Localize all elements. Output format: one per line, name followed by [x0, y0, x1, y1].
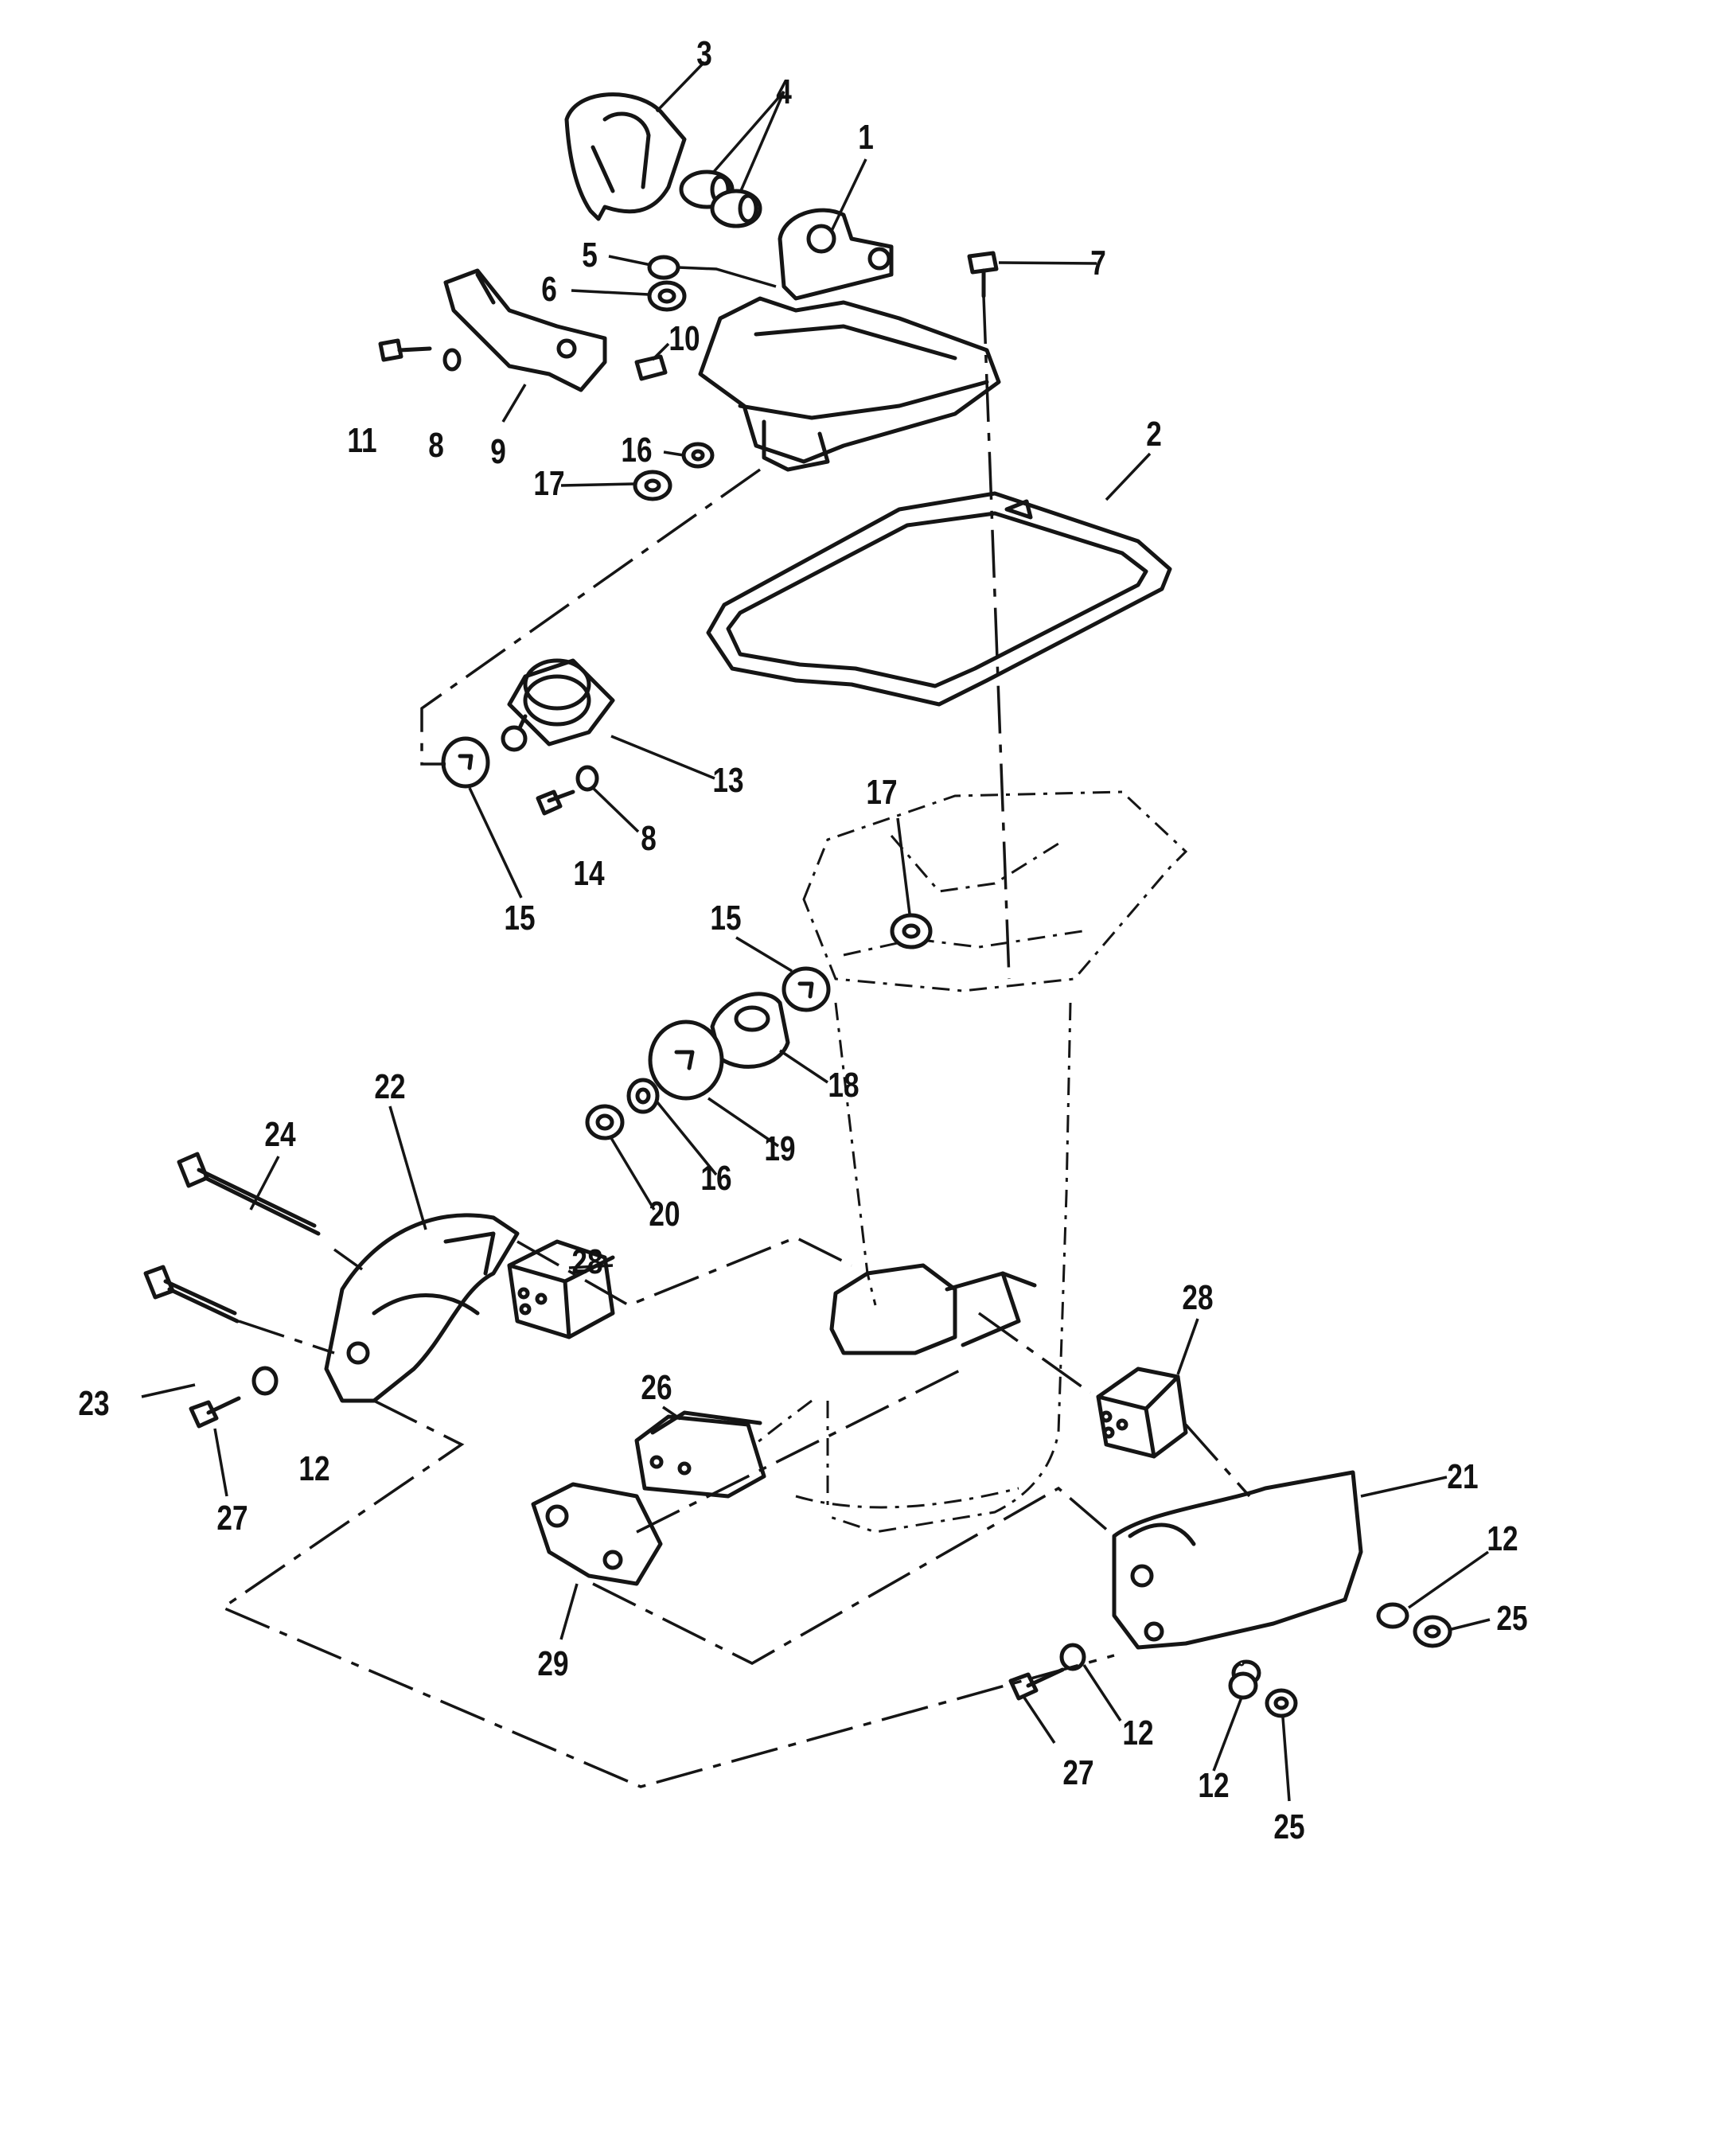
callout-11: 11	[347, 421, 376, 460]
part-25-nut-right-b	[1265, 1688, 1298, 1718]
callout-labels: 3 4 1 5 7 6 10 2 16 11 8 9 17 13 17 8 14…	[78, 34, 1527, 1846]
callout-28b: 28	[1182, 1278, 1213, 1317]
part-20-nut	[585, 1104, 625, 1140]
part-23-bolt	[143, 1265, 240, 1324]
part-17-nut-top	[633, 470, 672, 501]
part-2-gasket	[706, 491, 1172, 707]
callout-10: 10	[668, 319, 700, 358]
callout-22: 22	[374, 1067, 405, 1106]
callout-19: 19	[764, 1129, 795, 1168]
part-6-nut	[647, 280, 687, 312]
part-28-block-right	[1096, 1367, 1188, 1459]
callout-7: 7	[1090, 244, 1106, 283]
callout-24: 24	[264, 1115, 295, 1154]
part-14-screw	[536, 789, 575, 816]
callout-9: 9	[490, 432, 506, 471]
callout-6: 6	[541, 270, 557, 309]
callout-1: 1	[858, 118, 874, 157]
lower-housing-block	[829, 1263, 1037, 1355]
part-4-bushings	[679, 170, 762, 228]
part-25-nut-right-a	[1413, 1615, 1452, 1648]
part-19-washer	[648, 1020, 724, 1101]
part-27-screw-right	[1008, 1667, 1065, 1701]
callout-28: 28	[571, 1242, 602, 1281]
part-7-bolt	[967, 251, 999, 298]
part-8-washer-top	[442, 348, 462, 372]
callout-17b: 17	[866, 773, 897, 812]
callout-4: 4	[776, 72, 792, 111]
part-1-upper-mount	[778, 208, 894, 301]
part-8-washer-mid	[575, 765, 599, 792]
callout-23: 23	[78, 1384, 109, 1423]
part-10-block	[634, 354, 668, 381]
callout-18: 18	[828, 1066, 859, 1105]
callout-27: 27	[216, 1499, 248, 1538]
callout-25b: 25	[1273, 1807, 1304, 1846]
part-12-washer-right-d	[1228, 1671, 1258, 1700]
callout-15: 15	[504, 899, 535, 938]
callout-25: 25	[1496, 1599, 1527, 1638]
part-12-washer-left	[251, 1366, 279, 1396]
callout-27b: 27	[1062, 1753, 1093, 1792]
part-3-mount-cover	[564, 92, 687, 221]
part-28-block-left	[507, 1239, 615, 1339]
callout-12: 12	[298, 1449, 329, 1488]
part-21-right-bracket	[1112, 1470, 1363, 1650]
callout-8: 8	[428, 426, 444, 465]
part-17-nut-right	[890, 913, 933, 949]
callout-8b: 8	[641, 819, 657, 858]
callout-13: 13	[712, 761, 743, 800]
part-18-mount	[710, 992, 790, 1069]
part-15-washer-left	[441, 736, 490, 789]
callout-20: 20	[649, 1195, 680, 1234]
part-9-lever-arm	[443, 268, 607, 392]
part-16-washer-mid	[626, 1078, 660, 1114]
callout-3: 3	[696, 34, 712, 73]
part-13-rubber-mount	[501, 658, 615, 752]
callout-29: 29	[537, 1644, 568, 1683]
callout-21: 21	[1447, 1457, 1478, 1496]
part-12-washer-right-a	[1376, 1602, 1409, 1629]
part-12-washer-bottom	[1059, 1643, 1086, 1671]
part-24-long-bolt	[177, 1152, 321, 1236]
callout-12b: 12	[1487, 1519, 1518, 1558]
part-22-left-bracket	[324, 1213, 520, 1403]
center-lines	[220, 295, 1251, 1788]
leader-lines	[141, 60, 1491, 1802]
callout-26: 26	[641, 1368, 672, 1407]
part-16-washer-top	[681, 442, 715, 469]
part-5-nut	[647, 255, 680, 280]
part-11-screw	[378, 338, 432, 362]
callout-2: 2	[1146, 415, 1162, 454]
callout-12d: 12	[1198, 1766, 1229, 1805]
callout-12c: 12	[1122, 1713, 1153, 1752]
part-15-washer-right	[782, 966, 831, 1012]
part-29-block	[531, 1482, 663, 1586]
part-27-screw-left	[189, 1396, 241, 1429]
part-26-pad	[634, 1410, 766, 1499]
upper-mount-plate	[698, 296, 1001, 472]
callout-15b: 15	[710, 899, 741, 938]
callout-16: 16	[621, 431, 652, 470]
callout-5: 5	[582, 236, 598, 275]
callout-17: 17	[533, 464, 564, 503]
callout-14: 14	[573, 854, 604, 893]
callout-16b: 16	[700, 1159, 731, 1198]
